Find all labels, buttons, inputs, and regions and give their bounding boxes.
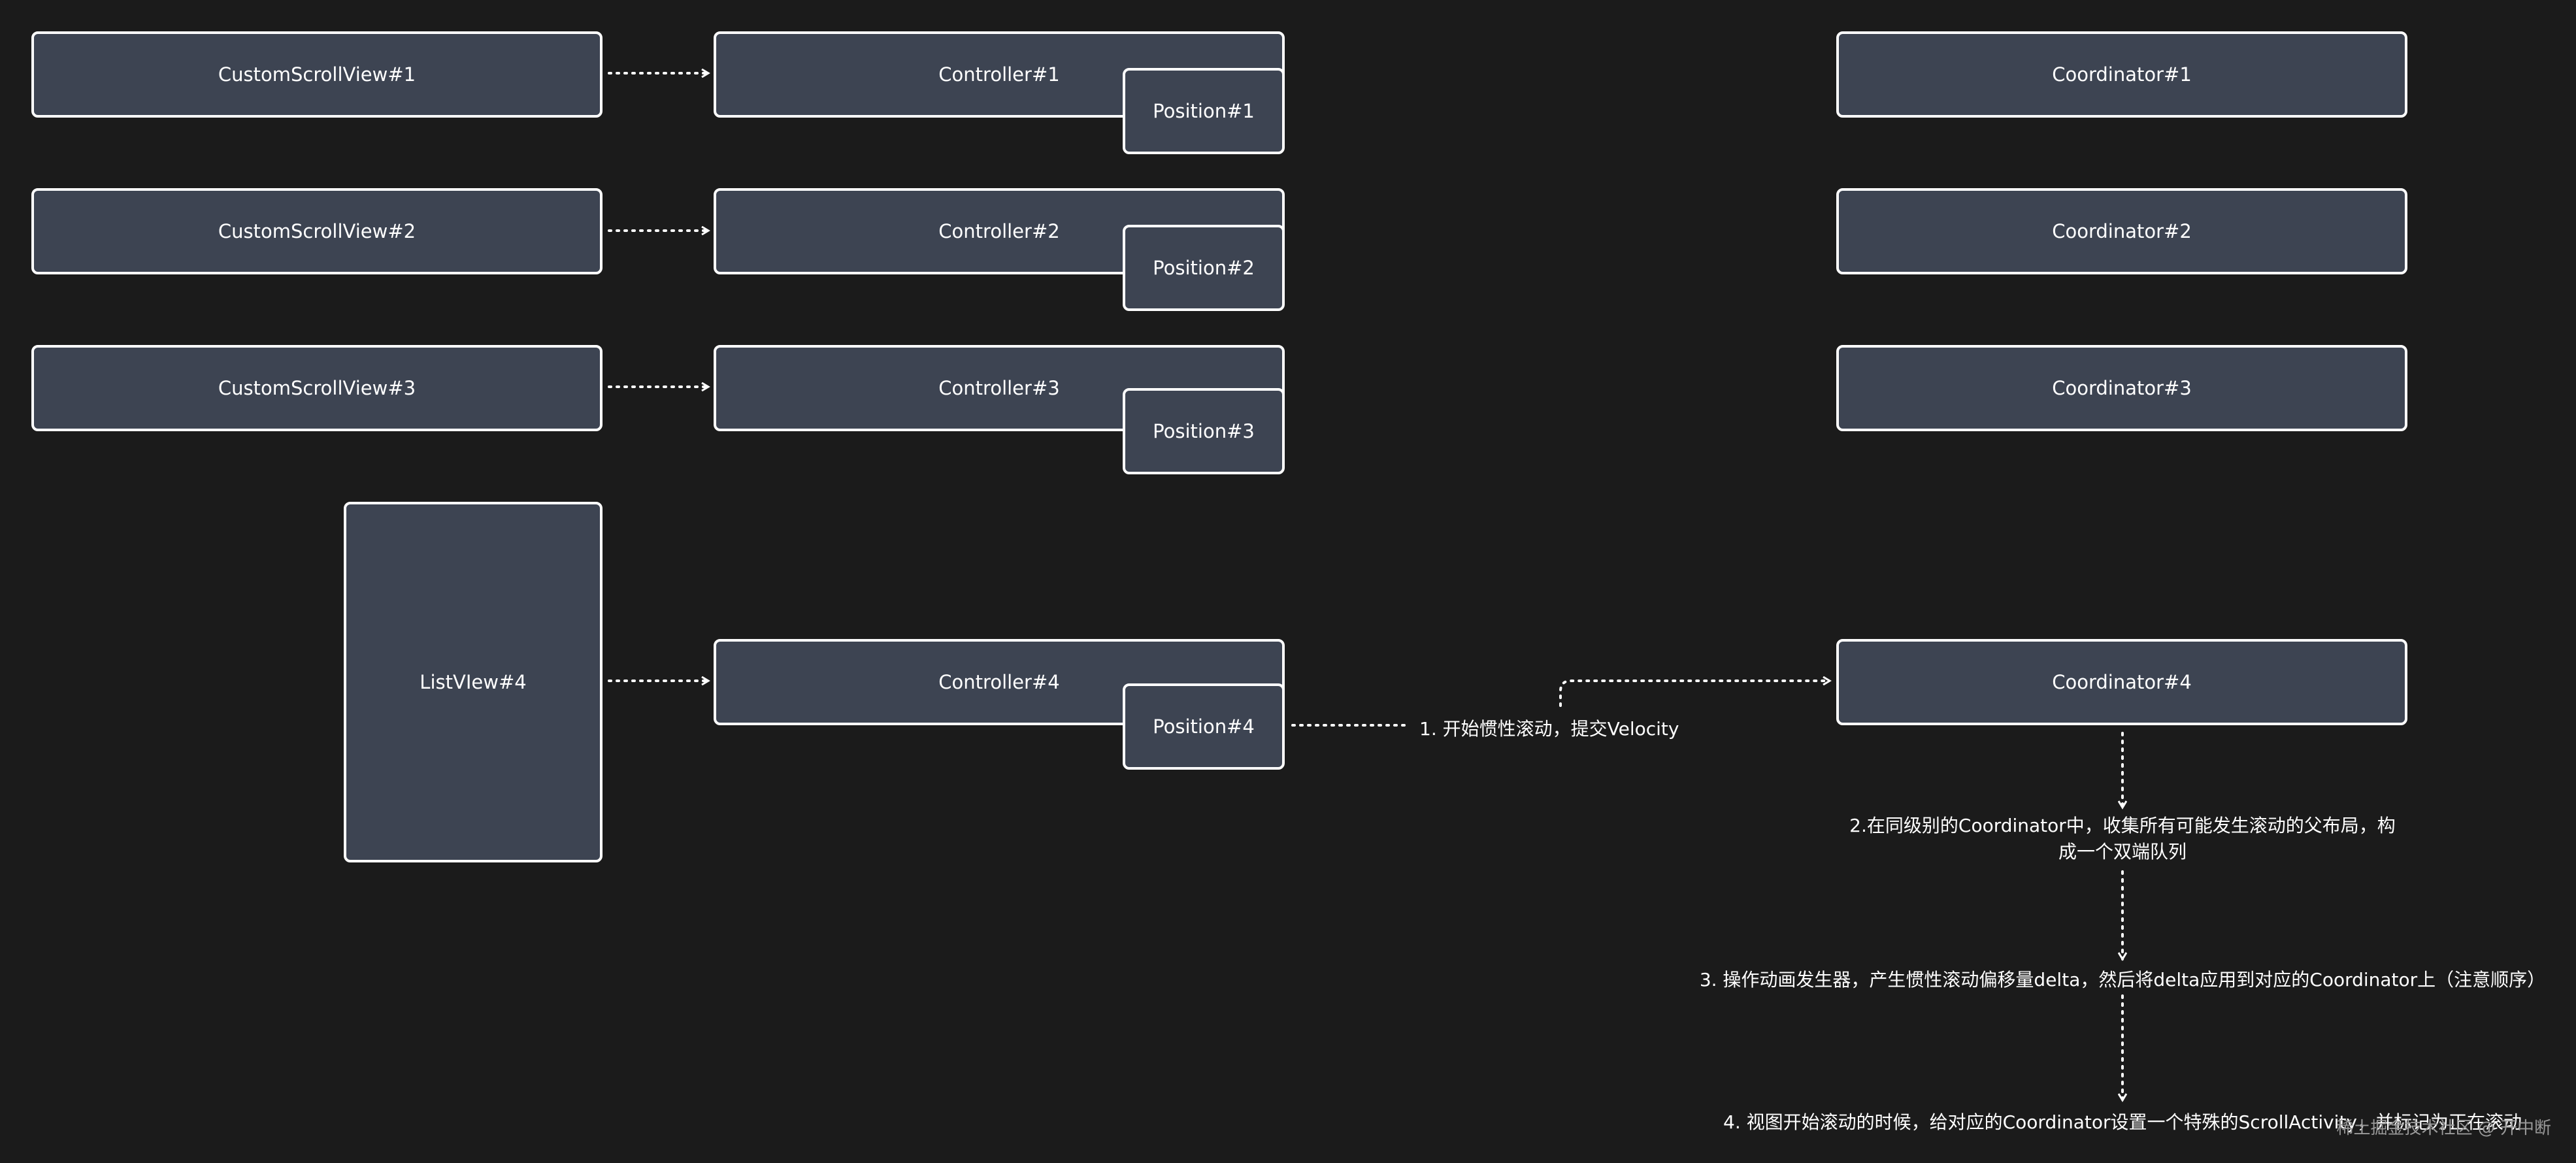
- controller-3-node: Controller#3: [714, 345, 1285, 431]
- node-label: Coordinator#2: [2052, 220, 2192, 242]
- list-view-4-node: ListVIew#4: [344, 502, 603, 862]
- node-label: Controller#4: [938, 671, 1060, 693]
- step-2-label: 2.在同级别的Coordinator中，收集所有可能发生滚动的父布局，构成一个双…: [1849, 815, 2396, 862]
- step-3-label: 3. 操作动画发生器，产生惯性滚动偏移量delta，然后将delta应用到对应的…: [1699, 969, 2546, 991]
- node-label: ListVIew#4: [420, 671, 527, 693]
- node-label: Position#4: [1153, 715, 1255, 738]
- node-label: Coordinator#4: [2052, 671, 2192, 693]
- node-label: Controller#3: [938, 377, 1060, 399]
- node-label: Controller#1: [938, 63, 1060, 86]
- coordinator-4-node: Coordinator#4: [1836, 639, 2407, 725]
- node-label: Position#2: [1153, 257, 1255, 279]
- position-2-node: Position#2: [1123, 225, 1285, 311]
- arrow-step1-to-coordinator4: [1559, 681, 1830, 707]
- coordinator-2-node: Coordinator#2: [1836, 188, 2407, 274]
- step-1-label: 1. 开始惯性滚动，提交Velocity: [1419, 718, 1679, 740]
- node-label: Position#3: [1153, 420, 1255, 442]
- node-label: CustomScrollView#3: [218, 377, 416, 399]
- step-4-label: 4. 视图开始滚动的时候，给对应的Coordinator设置一个特殊的Scrol…: [1723, 1111, 2522, 1133]
- node-label: Controller#2: [938, 220, 1060, 242]
- node-label: CustomScrollView#1: [218, 63, 416, 86]
- position-1-node: Position#1: [1123, 68, 1285, 154]
- coordinator-3-node: Coordinator#3: [1836, 345, 2407, 431]
- custom-scroll-view-3-node: CustomScrollView#3: [31, 345, 603, 431]
- position-3-node: Position#3: [1123, 388, 1285, 474]
- custom-scroll-view-1-node: CustomScrollView#1: [31, 31, 603, 118]
- custom-scroll-view-2-node: CustomScrollView#2: [31, 188, 603, 274]
- node-label: CustomScrollView#2: [218, 220, 416, 242]
- node-label: Coordinator#3: [2052, 377, 2192, 399]
- node-label: Coordinator#1: [2052, 63, 2192, 86]
- node-label: Position#1: [1153, 100, 1255, 122]
- watermark: 稀土掘金技术社区 @ 开中断: [2336, 1119, 2551, 1138]
- position-4-node: Position#4: [1123, 683, 1285, 770]
- coordinator-1-node: Coordinator#1: [1836, 31, 2407, 118]
